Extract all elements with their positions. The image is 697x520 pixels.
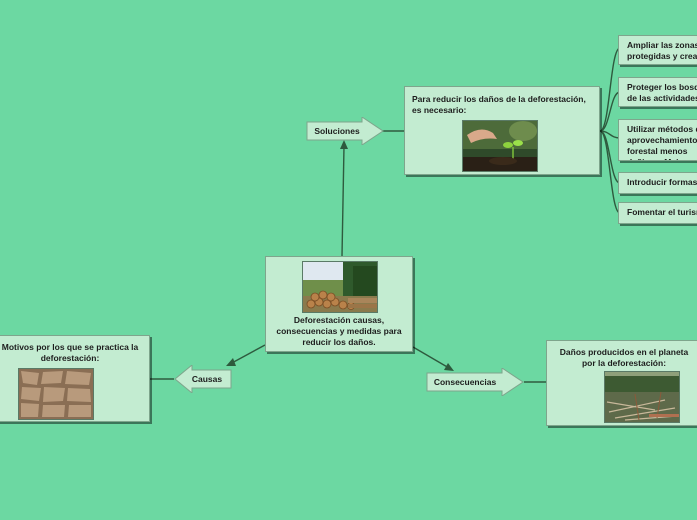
solution-item-eco-tourism[interactable]: Fomentar el turismo ecológico. [618, 202, 697, 224]
solution-item-sustainable-agriculture[interactable]: Introducir formas de agricultura sosteni… [618, 172, 697, 194]
felled-forest-photo [604, 371, 680, 423]
branch-causas[interactable]: Causas [174, 365, 232, 393]
branch-consecuencias-label: Consecuencias [433, 377, 497, 387]
causes-node[interactable]: Motivos por los que se practica la defor… [0, 335, 150, 422]
solution-item-protected-zones[interactable]: Ampliar las zonas protegidas y crear otr… [618, 35, 697, 65]
cracked-earth-photo [18, 368, 94, 420]
branch-soluciones[interactable]: Soluciones [306, 117, 384, 145]
seedling-photo [462, 120, 538, 172]
consequences-node-label: Daños producidos en el planeta por la de… [559, 347, 689, 368]
causes-node-label: Motivos por los que se practica la defor… [1, 342, 139, 363]
solution-item-protect-forests[interactable]: Proteger los bosques de las actividades … [618, 77, 697, 107]
consequences-node[interactable]: Daños producidos en el planeta por la de… [546, 340, 697, 426]
solutions-node[interactable]: Para reducir los daños de la deforestaci… [404, 86, 600, 175]
branch-causas-label: Causas [191, 374, 223, 384]
central-topic-label: Deforestación causas, consecuencias y me… [276, 315, 402, 347]
central-topic-node[interactable]: Deforestación causas, consecuencias y me… [265, 256, 413, 352]
solutions-node-label: Para reducir los daños de la deforestaci… [412, 94, 586, 115]
branch-soluciones-label: Soluciones [314, 126, 360, 136]
branch-consecuencias[interactable]: Consecuencias [426, 368, 524, 396]
logs-photo [302, 261, 378, 313]
solution-item-forestry-methods[interactable]: Utilizar métodos de aprovechamiento fore… [618, 119, 697, 161]
